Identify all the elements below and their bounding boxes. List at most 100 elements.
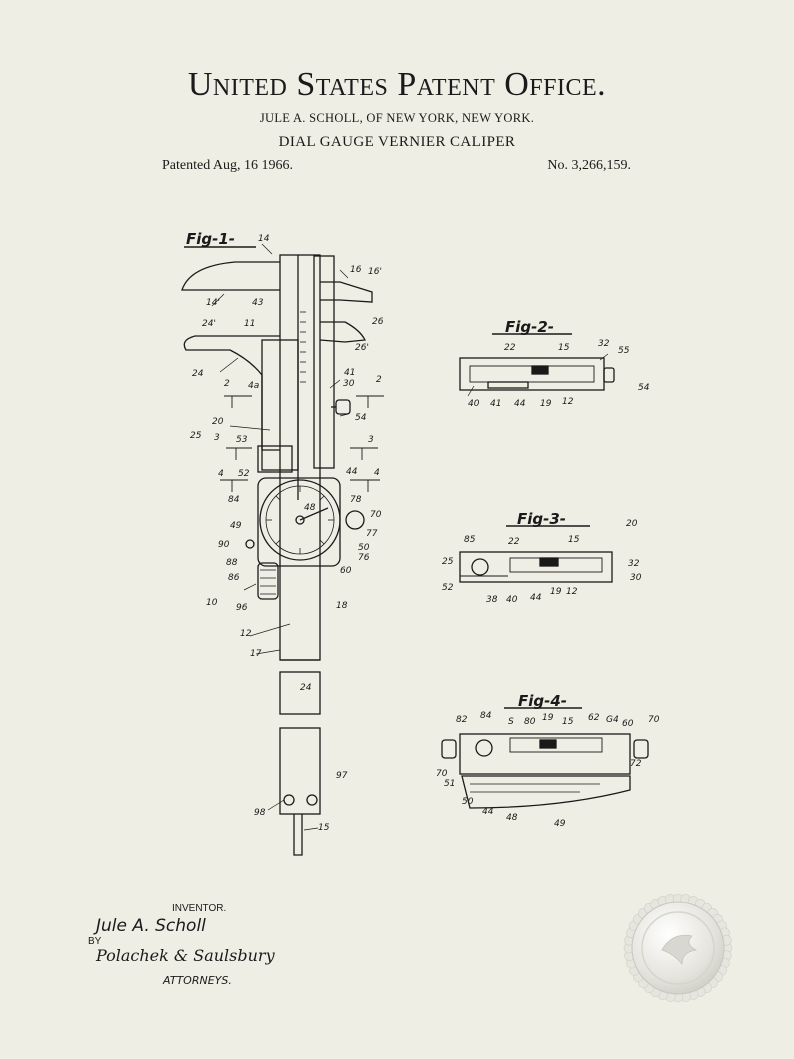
patent-number: No. 3,266,159. <box>547 158 631 173</box>
invention-title: DIAL GAUGE VERNIER CALIPER <box>278 134 516 150</box>
fig3-label: Fig-3- <box>517 510 566 528</box>
reference-number: 43 <box>252 298 264 308</box>
reference-number: 14 <box>258 234 270 244</box>
reference-number: 97 <box>336 771 348 781</box>
reference-number: 15 <box>318 823 330 833</box>
reference-number: 32 <box>628 559 640 569</box>
reference-number: 88 <box>226 558 238 568</box>
reference-number: 41 <box>344 368 355 378</box>
reference-number: 49 <box>230 521 242 531</box>
reference-number: 60 <box>622 719 634 729</box>
reference-number: 90 <box>218 540 230 550</box>
lower-jaw-fixed <box>183 335 280 451</box>
reference-number: 4a <box>248 381 259 391</box>
reference-number: 10 <box>206 598 218 608</box>
reference-number: 38 <box>486 595 498 605</box>
reference-number: 52 <box>442 583 454 593</box>
reference-number: S <box>508 717 514 727</box>
reference-number: 86 <box>228 573 240 583</box>
patent-office-seal <box>623 893 733 1003</box>
reference-number: 15 <box>568 535 580 545</box>
reference-number: 44 <box>530 593 542 603</box>
reference-number: 44 <box>346 467 358 477</box>
upper-jaw-fixed <box>181 261 280 291</box>
reference-number: 3 <box>368 435 374 445</box>
reference-number: 17 <box>250 649 262 659</box>
reference-number: 12 <box>240 629 252 639</box>
reference-number: 49 <box>554 819 566 829</box>
reference-number: 26 <box>372 317 384 327</box>
reference-number: 15 <box>558 343 570 353</box>
reference-number: 55 <box>618 346 630 356</box>
reference-number: 60 <box>340 566 352 576</box>
reference-number: 4 <box>374 468 380 478</box>
reference-number: 70 <box>370 510 382 520</box>
fig4-section <box>459 733 631 775</box>
dial-gauge-face <box>259 479 341 561</box>
reference-number: 22 <box>508 537 520 547</box>
reference-number: 50 <box>462 797 474 807</box>
reference-number: 44 <box>514 399 526 409</box>
reference-number: 76 <box>358 553 370 563</box>
reference-number: 72 <box>630 759 642 769</box>
reference-number: 30 <box>343 379 355 389</box>
reference-number: 62 <box>588 713 600 723</box>
reference-number: 18 <box>336 601 348 611</box>
reference-number: 96 <box>236 603 248 613</box>
reference-number: 98 <box>254 808 266 818</box>
fig4-label: Fig-4- <box>518 692 567 710</box>
reference-number: 20 <box>212 417 224 427</box>
reference-number: 54 <box>638 383 650 393</box>
reference-number: 24 <box>300 683 312 693</box>
reference-number: 2 <box>224 379 230 389</box>
reference-number: 4 <box>218 469 224 479</box>
reference-number: 85 <box>464 535 476 545</box>
reference-number: 24 <box>192 369 204 379</box>
reference-number: 16 <box>350 265 362 275</box>
reference-number: 2 <box>376 375 382 385</box>
inventor-line: JULE A. SCHOLL, OF NEW YORK, NEW YORK. <box>259 111 535 125</box>
reference-number: 19 <box>550 587 562 597</box>
reference-number: 41 <box>490 399 501 409</box>
attorneys-label: ATTORNEYS. <box>163 974 232 987</box>
reference-number: G4 <box>606 715 619 725</box>
reference-number: 77 <box>366 529 378 539</box>
reference-number: 44 <box>482 807 494 817</box>
reference-number: 50 <box>358 543 370 553</box>
reference-number: 19 <box>542 713 554 723</box>
reference-number: 40 <box>468 399 480 409</box>
reference-number: 20 <box>626 519 638 529</box>
reference-number: 25 <box>190 431 202 441</box>
reference-number: 53 <box>236 435 248 445</box>
figure-4: Fig-4- <box>441 692 649 809</box>
reference-number: 15 <box>562 717 574 727</box>
reference-number: 84 <box>480 711 492 721</box>
reference-number: 78 <box>350 495 362 505</box>
reference-number: 3 <box>214 433 220 443</box>
reference-number: 12 <box>566 587 578 597</box>
figure-3: Fig-3- <box>459 510 613 583</box>
inventor-label: INVENTOR. <box>172 903 227 914</box>
page-title: United States Patent Office. <box>187 66 607 103</box>
slider <box>261 339 299 471</box>
reference-number: 40 <box>506 595 518 605</box>
reference-number: 12 <box>562 397 574 407</box>
reference-number: 51 <box>444 779 455 789</box>
inventor-signature: Jule A. Scholl <box>96 916 206 936</box>
reference-number: 82 <box>456 715 468 725</box>
reference-number: 70 <box>648 715 660 725</box>
reference-number: 48 <box>506 813 518 823</box>
reference-number: 32 <box>598 339 610 349</box>
reference-number: 19 <box>540 399 552 409</box>
reference-number: 25 <box>442 557 454 567</box>
reference-number: 26' <box>355 343 369 353</box>
figure-2: Fig-2- <box>459 318 615 397</box>
fig1-label: Fig-1- <box>186 230 235 248</box>
reference-number: 84 <box>228 495 240 505</box>
reference-number: 30 <box>630 573 642 583</box>
reference-number: 14' <box>206 298 220 308</box>
reference-number: 24' <box>202 319 216 329</box>
reference-number: 16' <box>368 267 382 277</box>
